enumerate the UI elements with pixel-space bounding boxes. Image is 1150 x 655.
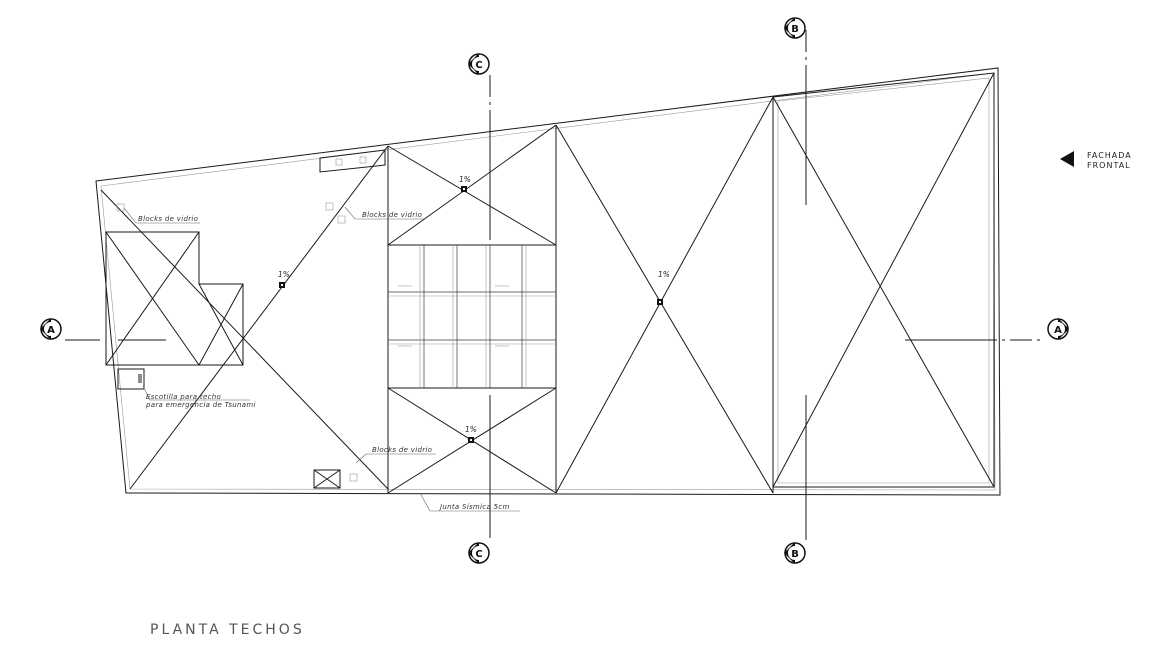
note-ladder-line2: para emergencia de Tsunami <box>145 401 256 409</box>
facade-label-line2: FRONTAL <box>1087 161 1131 170</box>
roof-notch <box>319 149 386 173</box>
slope-label-center-bottom: 1% <box>465 425 477 434</box>
section-b-bottom-label: B <box>791 549 799 560</box>
slope-label-right: 1% <box>658 270 670 279</box>
small-skylight-bottom <box>313 469 358 489</box>
glass-block-markers <box>116 202 346 224</box>
facade-indicator: FACHADA FRONTAL <box>1060 151 1132 170</box>
building-outline <box>95 67 1001 496</box>
section-a-right-label: A <box>1054 325 1062 336</box>
facade-label-line1: FACHADA <box>1087 151 1132 160</box>
section-c-top-label: C <box>475 60 482 71</box>
central-glass-grid <box>388 245 556 388</box>
roof-hatch <box>117 368 145 390</box>
section-marker-c-top[interactable]: C <box>468 53 490 75</box>
note-glass-blocks-bottom: Blocks de vidrio <box>372 446 432 454</box>
section-marker-b-top[interactable]: B <box>784 17 806 39</box>
note-ladder-line1: Escotilla para techo <box>146 393 221 401</box>
slope-label-center-top: 1% <box>459 175 471 184</box>
left-roof-hips <box>100 145 389 490</box>
leader-lines <box>123 206 520 512</box>
section-marker-a-right[interactable]: A <box>1047 318 1069 340</box>
section-b-top-label: B <box>791 24 799 35</box>
section-marker-a-left[interactable]: A <box>40 318 62 340</box>
section-marker-b-bottom[interactable]: B <box>784 542 806 564</box>
section-a-left-label: A <box>47 325 55 336</box>
note-seismic-joint: Junta Sísmica 5cm <box>438 503 510 511</box>
left-skylight <box>105 231 244 366</box>
middle-roof-hips <box>555 96 774 494</box>
slope-label-left: 1% <box>278 270 290 279</box>
right-roof-block <box>772 72 995 488</box>
facade-arrow-icon <box>1060 151 1074 167</box>
note-glass-blocks-center: Blocks de vidrio <box>362 211 422 219</box>
section-c-bottom-label: C <box>475 549 482 560</box>
roof-drains <box>279 186 663 443</box>
section-marker-c-bottom[interactable]: C <box>468 542 490 564</box>
note-glass-blocks-left: Blocks de vidrio <box>138 215 198 223</box>
plan-title: PLANTA TECHOS <box>150 622 305 638</box>
